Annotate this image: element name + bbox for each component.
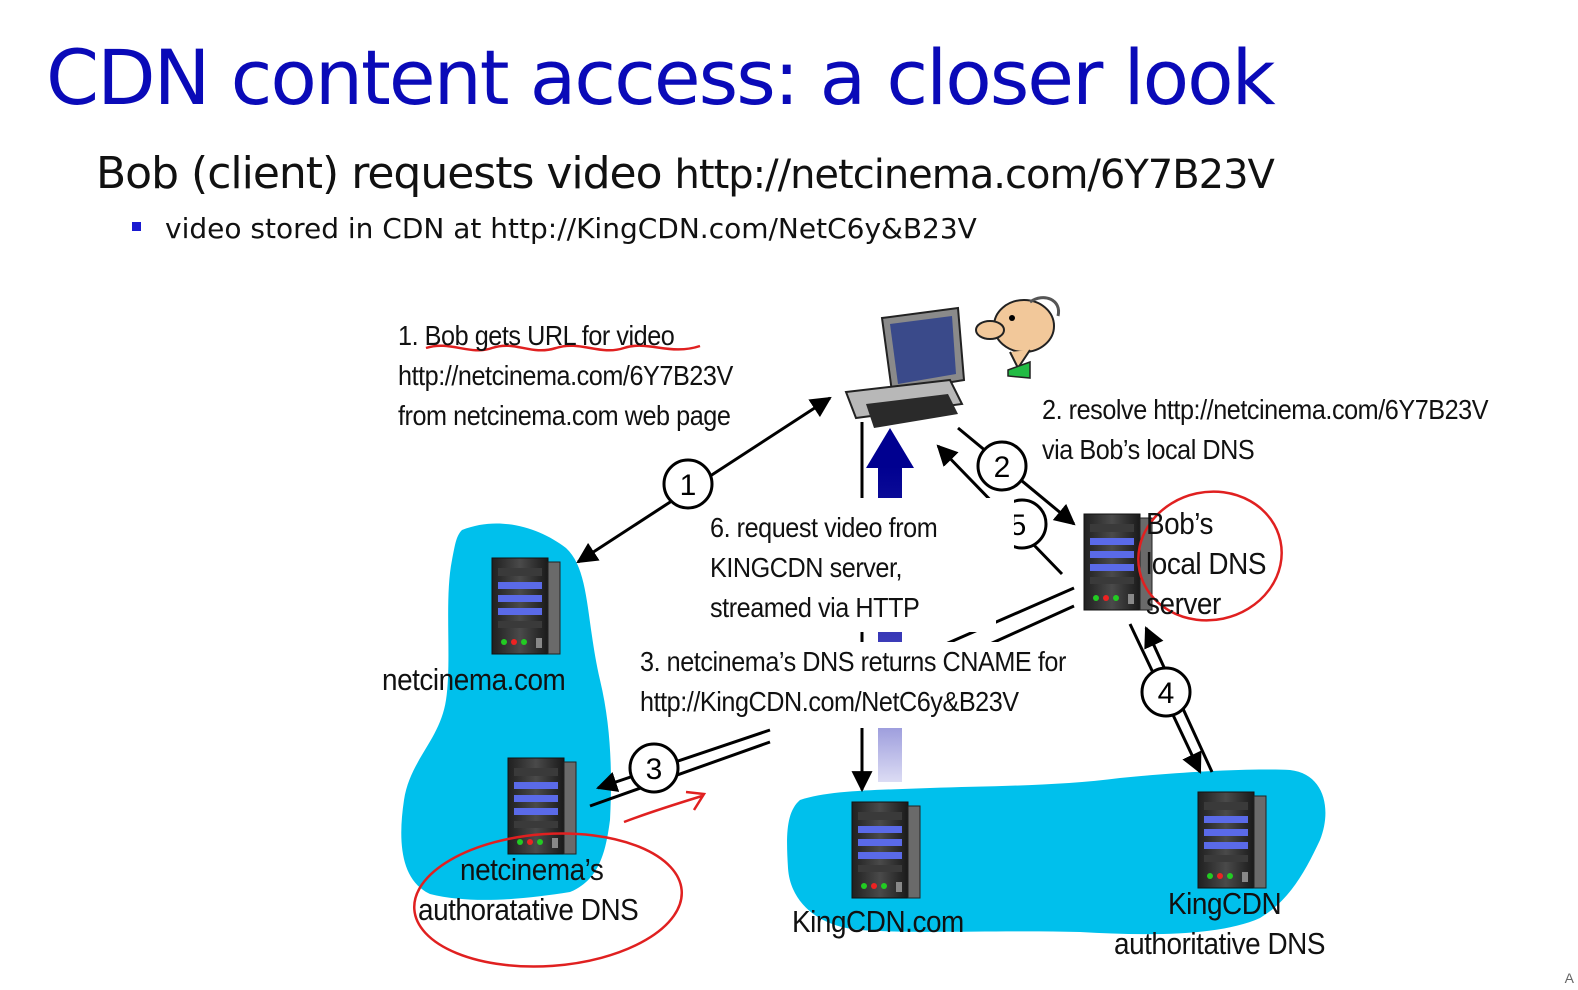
step-6-line-2: KINGCDN server, — [710, 552, 903, 583]
step-3-number: 3 — [646, 753, 663, 786]
step-6-line-1: 6. request video from — [710, 512, 938, 543]
kingcdn-dns-label-2: authoritative DNS — [1114, 926, 1326, 961]
step-2-number: 2 — [994, 451, 1011, 484]
step-2-line-2: via Bob’s local DNS — [1042, 434, 1255, 465]
red-annotations — [412, 344, 1283, 968]
bullet-item: video stored in CDN at http://KingCDN.co… — [132, 212, 977, 245]
local-dns-label-1: Bob’s — [1146, 506, 1214, 541]
step-number-circles — [628, 440, 1192, 794]
step-3-line-1: 3. netcinema’s DNS returns CNAME for — [640, 646, 1066, 677]
slide-title: CDN content access: a closer look — [46, 33, 1276, 122]
bullet-text: video stored in CDN at http://KingCDN.co… — [165, 212, 977, 245]
step-1-note: 1. Bob gets URL for video http://netcine… — [398, 316, 733, 436]
step-1-line-1: 1. Bob gets URL for video — [398, 320, 675, 351]
netcinema-server-icon — [491, 557, 561, 655]
netcinema-label: netcinema.com — [382, 662, 566, 697]
netcinema-dns-label-1: netcinema’s — [460, 852, 604, 887]
netcinema-dns-server-icon — [507, 757, 577, 855]
step-1-line-3: from netcinema.com web page — [398, 400, 731, 431]
step-1-number: 1 — [680, 469, 697, 502]
desktop-computer-icon — [844, 306, 966, 428]
step-2-note: 2. resolve http://netcinema.com/6Y7B23V … — [1042, 390, 1489, 470]
subtitle-url: http://netcinema.com/6Y7B23V — [674, 152, 1275, 198]
local-dns-server-icon — [1083, 513, 1153, 611]
subtitle-text: Bob (client) requests video — [96, 148, 675, 199]
stream-arrow-head — [866, 428, 914, 468]
kingcdn-dns-label-1: KingCDN — [1168, 886, 1282, 921]
kingcdn-cloud — [787, 769, 1326, 935]
bullet-square-icon — [132, 221, 141, 231]
kingcdn-server-icon — [851, 801, 921, 899]
kingcdn-dns-server-icon — [1197, 791, 1267, 889]
step-1-line-2: http://netcinema.com/6Y7B23V — [398, 360, 733, 391]
step-6-note: 6. request video from KINGCDN server, st… — [710, 508, 938, 628]
local-dns-label-2: local DNS — [1146, 546, 1266, 581]
bob-cartoon-icon — [975, 296, 1061, 379]
step-2-line-1: 2. resolve http://netcinema.com/6Y7B23V — [1042, 394, 1489, 425]
corner-mark: A — [1564, 970, 1574, 986]
step-3-line-2: http://KingCDN.com/NetC6y&B23V — [640, 686, 1019, 717]
slide-subtitle: Bob (client) requests video http://netci… — [96, 148, 1275, 199]
local-dns-label-3: server — [1146, 586, 1221, 621]
step-6-line-3: streamed via HTTP — [710, 592, 920, 623]
netcinema-dns-label-2: authoratative DNS — [418, 892, 639, 927]
step-3-note: 3. netcinema’s DNS returns CNAME for htt… — [640, 642, 1066, 722]
kingcdn-label: KingCDN.com — [792, 904, 964, 939]
step-4-number: 4 — [1158, 677, 1175, 710]
